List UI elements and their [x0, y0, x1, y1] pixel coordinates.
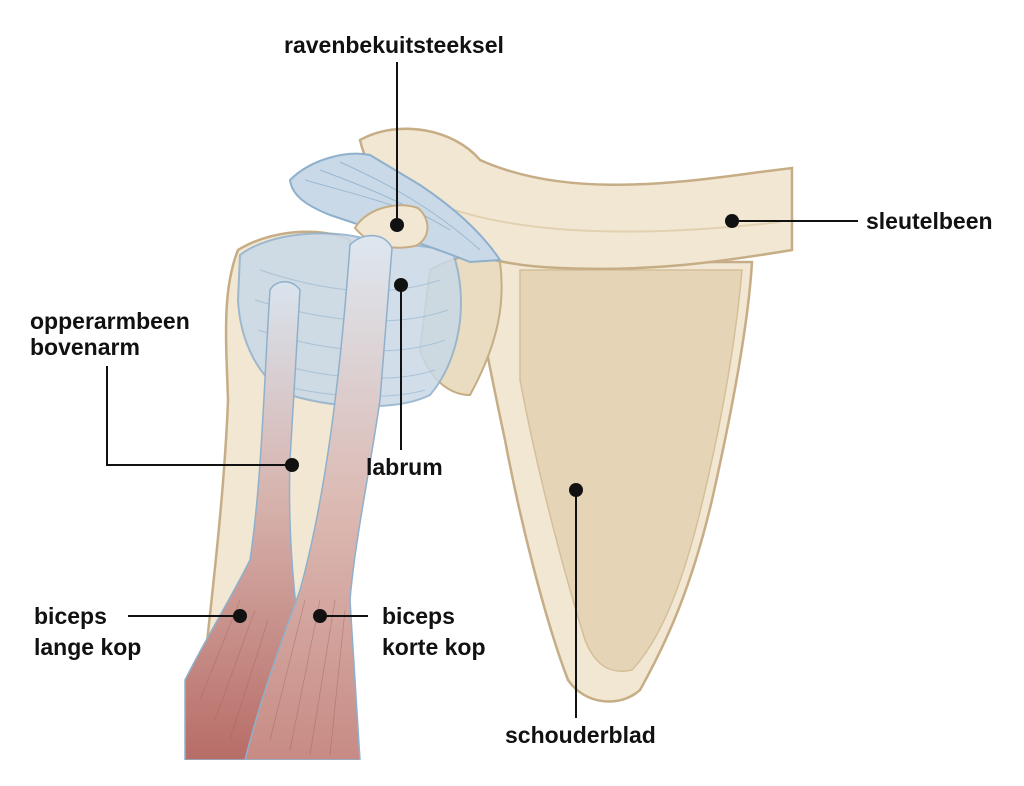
dot-coracoid: [390, 218, 404, 232]
label-biceps-long-line1: biceps: [34, 603, 107, 629]
dot-scapula: [569, 483, 583, 497]
label-biceps-short-line2: korte kop: [382, 634, 486, 660]
muscle-fibers: [199, 599, 346, 756]
clavicle-highlight: [439, 204, 781, 233]
dot-biceps-short: [313, 609, 327, 623]
dot-humerus: [285, 458, 299, 472]
leader-dots: [233, 214, 739, 623]
dot-biceps-long: [233, 609, 247, 623]
label-labrum: labrum: [366, 454, 443, 480]
biceps-long-head: [184, 281, 301, 761]
label-biceps-short-line1: biceps: [382, 603, 455, 629]
biceps-short-head: [244, 234, 393, 761]
label-clavicle: sleutelbeen: [866, 208, 993, 234]
leader-lines: [106, 62, 858, 718]
label-humerus-line2: bovenarm: [30, 334, 140, 360]
label-scapula: schouderblad: [505, 722, 656, 748]
dot-labrum: [394, 278, 408, 292]
label-coracoid: ravenbekuitsteeksel: [284, 32, 504, 58]
dot-clavicle: [725, 214, 739, 228]
label-humerus-line1: opperarmbeen: [30, 308, 190, 334]
bottom-crop: [180, 760, 380, 786]
label-biceps-long-line2: lange kop: [34, 634, 142, 660]
